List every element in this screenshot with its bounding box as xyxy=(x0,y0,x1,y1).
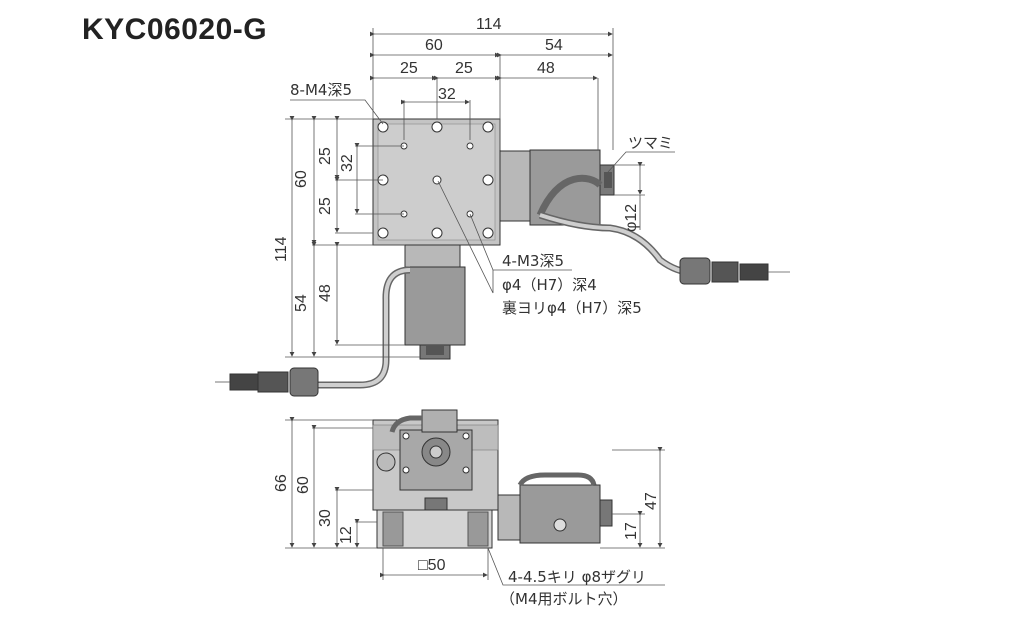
dim-60-left: 60 xyxy=(293,170,310,188)
dim-32-top: 32 xyxy=(438,86,456,103)
x-motor xyxy=(499,149,615,226)
y-connector xyxy=(215,367,319,397)
dim-phi12: φ12 xyxy=(623,204,640,232)
note-back-pin-hole: 裏ヨリφ4（H7）深5 xyxy=(502,299,642,317)
dim-25b: 25 xyxy=(455,60,473,77)
dim-25-l1: 25 xyxy=(317,147,334,165)
note-pin-hole: φ4（H7）深4 xyxy=(502,276,597,294)
note-bolt: （M4用ボルト穴） xyxy=(500,590,628,608)
dim-17-side: 17 xyxy=(623,522,640,540)
dim-48-left: 48 xyxy=(317,284,334,302)
side-dimensions: 66 60 30 12 47 17 □50 xyxy=(273,417,665,580)
note-m3-holes: 4-M3深5 xyxy=(502,252,564,270)
y-motor xyxy=(404,244,466,360)
dim-47-side: 47 xyxy=(643,492,660,510)
top-view xyxy=(215,118,790,397)
dim-sq50: □50 xyxy=(418,557,446,574)
left-dimensions: 60 114 25 32 25 54 48 xyxy=(273,116,420,358)
dim-48-top: 48 xyxy=(537,60,555,77)
dim-30-side: 30 xyxy=(317,509,334,527)
dim-54-left: 54 xyxy=(293,294,310,312)
note-mount-holes: 4-4.5キリ φ8ザグリ xyxy=(508,568,646,586)
dim-54-top: 54 xyxy=(545,37,563,54)
top-annotations: 8-M4深5 ツマミ 4-M3深5 φ4（H7）深4 裏ヨリφ4（H7）深5 xyxy=(290,81,675,317)
top-dimensions: 114 60 54 25 25 48 32 xyxy=(370,16,614,150)
side-view xyxy=(372,409,613,549)
note-tap-holes: 8-M4深5 xyxy=(290,81,352,99)
knob-dimension: φ12 xyxy=(614,162,645,232)
x-connector xyxy=(679,257,790,285)
dim-60-side: 60 xyxy=(295,476,312,494)
dim-12-side: 12 xyxy=(338,526,355,544)
dim-25-l2: 25 xyxy=(317,197,334,215)
dim-25a: 25 xyxy=(400,60,418,77)
dim-114-top: 114 xyxy=(476,16,502,33)
model-title: KYC06020-G xyxy=(82,13,268,46)
side-annotations: 4-4.5キリ φ8ザグリ （M4用ボルト穴） xyxy=(487,547,665,608)
dim-66-side: 66 xyxy=(273,474,290,492)
dim-60-top: 60 xyxy=(425,37,443,54)
stage-table xyxy=(372,118,501,246)
dim-114-left: 114 xyxy=(273,236,290,262)
note-knob: ツマミ xyxy=(628,134,673,152)
dim-32-left: 32 xyxy=(339,154,356,172)
